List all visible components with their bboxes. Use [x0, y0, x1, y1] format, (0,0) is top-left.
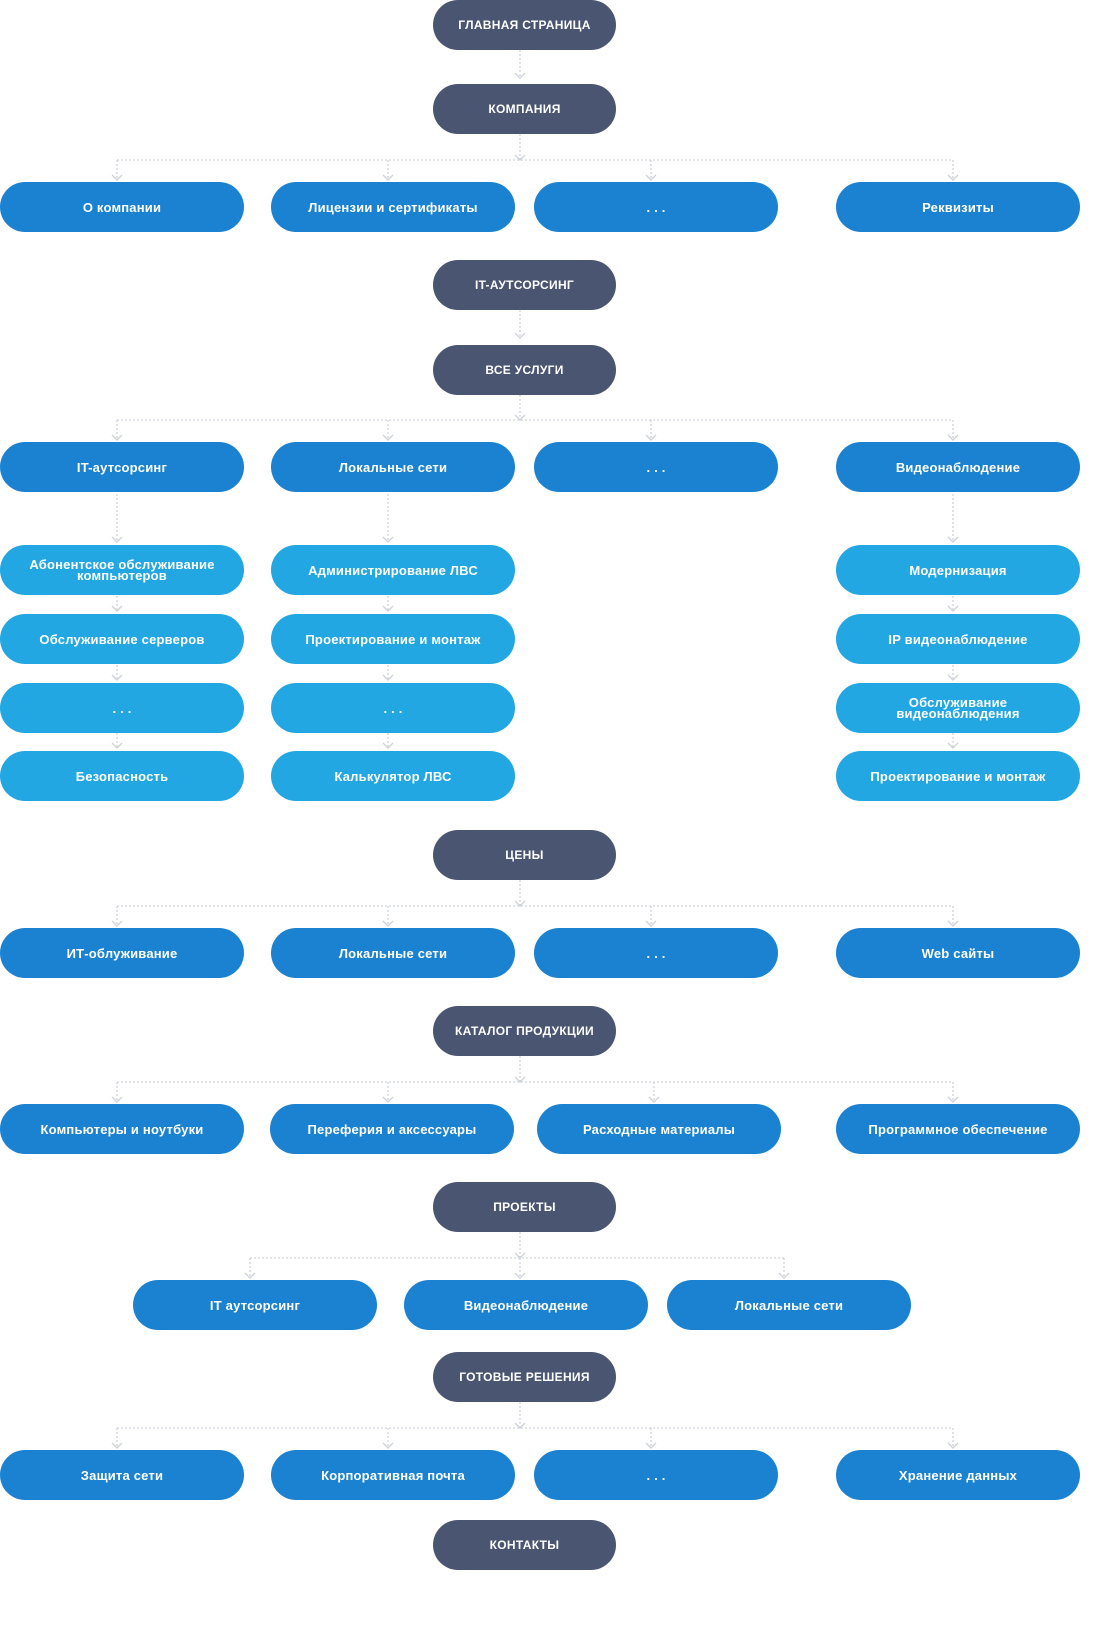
- arrow-down-icon: [514, 1422, 526, 1429]
- solution-item-storage[interactable]: Хранение данных: [836, 1450, 1080, 1500]
- arrow-down-icon: [514, 414, 526, 421]
- arrow-down-icon: [382, 174, 394, 181]
- arrow-down-icon: [514, 1076, 526, 1083]
- arrow-down-icon: [645, 434, 657, 441]
- sub-video-maintenance[interactable]: Обслуживание видеонаблюдения: [836, 683, 1080, 733]
- service-item-ellipsis[interactable]: . . .: [534, 442, 778, 492]
- section-contacts[interactable]: КОНТАКТЫ: [433, 1520, 616, 1570]
- sub-outsourcing-servers[interactable]: Обслуживание серверов: [0, 614, 244, 664]
- arrow-down-icon: [947, 742, 959, 749]
- service-item-outsourcing[interactable]: IT-аутсорсинг: [0, 442, 244, 492]
- solution-item-ellipsis[interactable]: . . .: [534, 1450, 778, 1500]
- arrow-down-icon: [645, 1442, 657, 1449]
- price-item-lan[interactable]: Локальные сети: [271, 928, 515, 978]
- service-item-lan[interactable]: Локальные сети: [271, 442, 515, 492]
- arrow-down-icon: [382, 674, 394, 681]
- section-solutions[interactable]: ГОТОВЫЕ РЕШЕНИЯ: [433, 1352, 616, 1402]
- sub-video-ip[interactable]: IP видеонаблюдение: [836, 614, 1080, 664]
- project-item-video[interactable]: Видеонаблюдение: [404, 1280, 648, 1330]
- arrow-down-icon: [514, 154, 526, 161]
- sub-lan-calculator[interactable]: Калькулятор ЛВС: [271, 751, 515, 801]
- service-item-video[interactable]: Видеонаблюдение: [836, 442, 1080, 492]
- sub-lan-admin[interactable]: Администрирование ЛВС: [271, 545, 515, 595]
- catalog-item-software[interactable]: Программное обеспечение: [836, 1104, 1080, 1154]
- sub-lan-design[interactable]: Проектирование и монтаж: [271, 614, 515, 664]
- arrow-down-icon: [111, 536, 123, 543]
- arrow-down-icon: [382, 1096, 394, 1103]
- price-item-ellipsis[interactable]: . . .: [534, 928, 778, 978]
- section-company[interactable]: КОМПАНИЯ: [433, 84, 616, 134]
- project-item-outsourcing[interactable]: IT аутсорсинг: [133, 1280, 377, 1330]
- section-all-services[interactable]: ВСЕ УСЛУГИ: [433, 345, 616, 395]
- solution-item-mail[interactable]: Корпоративная почта: [271, 1450, 515, 1500]
- company-item-requisites[interactable]: Реквизиты: [836, 182, 1080, 232]
- sub-lan-ellipsis[interactable]: . . .: [271, 683, 515, 733]
- arrow-down-icon: [514, 1272, 526, 1279]
- arrow-down-icon: [382, 434, 394, 441]
- section-it-outsourcing[interactable]: IT-АУТСОРСИНГ: [433, 260, 616, 310]
- arrow-down-icon: [111, 674, 123, 681]
- arrow-down-icon: [111, 1442, 123, 1449]
- company-item-licenses[interactable]: Лицензии и сертификаты: [271, 182, 515, 232]
- arrow-down-icon: [382, 920, 394, 927]
- arrow-down-icon: [947, 1096, 959, 1103]
- arrow-down-icon: [514, 332, 526, 339]
- sub-outsourcing-subscription[interactable]: Абонентское обслуживание компьютеров: [0, 545, 244, 595]
- arrow-down-icon: [947, 674, 959, 681]
- arrow-down-icon: [382, 1442, 394, 1449]
- sub-outsourcing-ellipsis[interactable]: . . .: [0, 683, 244, 733]
- solution-item-security[interactable]: Защита сети: [0, 1450, 244, 1500]
- catalog-item-consumables[interactable]: Расходные материалы: [537, 1104, 781, 1154]
- arrow-down-icon: [947, 536, 959, 543]
- arrow-down-icon: [382, 605, 394, 612]
- arrow-down-icon: [244, 1272, 256, 1279]
- arrow-down-icon: [778, 1272, 790, 1279]
- sub-outsourcing-security[interactable]: Безопасность: [0, 751, 244, 801]
- arrow-down-icon: [382, 536, 394, 543]
- project-item-lan[interactable]: Локальные сети: [667, 1280, 911, 1330]
- section-prices[interactable]: ЦЕНЫ: [433, 830, 616, 880]
- arrow-down-icon: [111, 920, 123, 927]
- section-projects[interactable]: ПРОЕКТЫ: [433, 1182, 616, 1232]
- sub-video-design[interactable]: Проектирование и монтаж: [836, 751, 1080, 801]
- arrow-down-icon: [947, 434, 959, 441]
- arrow-down-icon: [947, 920, 959, 927]
- price-item-it[interactable]: ИТ-облуживание: [0, 928, 244, 978]
- arrow-down-icon: [111, 742, 123, 749]
- arrow-down-icon: [514, 900, 526, 907]
- company-item-ellipsis[interactable]: . . .: [534, 182, 778, 232]
- company-item-about[interactable]: О компании: [0, 182, 244, 232]
- arrow-down-icon: [648, 1096, 660, 1103]
- arrow-down-icon: [645, 174, 657, 181]
- arrow-down-icon: [111, 434, 123, 441]
- section-home[interactable]: ГЛАВНАЯ СТРАНИЦА: [433, 0, 616, 50]
- arrow-down-icon: [111, 605, 123, 612]
- arrow-down-icon: [382, 742, 394, 749]
- catalog-item-peripherals[interactable]: Переферия и аксессуары: [270, 1104, 514, 1154]
- arrow-down-icon: [947, 1442, 959, 1449]
- arrow-down-icon: [947, 174, 959, 181]
- arrow-down-icon: [947, 605, 959, 612]
- section-catalog[interactable]: КАТАЛОГ ПРОДУКЦИИ: [433, 1006, 616, 1056]
- catalog-item-computers[interactable]: Компьютеры и ноутбуки: [0, 1104, 244, 1154]
- price-item-web[interactable]: Web сайты: [836, 928, 1080, 978]
- sub-video-modernization[interactable]: Модернизация: [836, 545, 1080, 595]
- arrow-down-icon: [514, 72, 526, 79]
- arrow-down-icon: [111, 174, 123, 181]
- arrow-down-icon: [111, 1096, 123, 1103]
- arrow-down-icon: [645, 920, 657, 927]
